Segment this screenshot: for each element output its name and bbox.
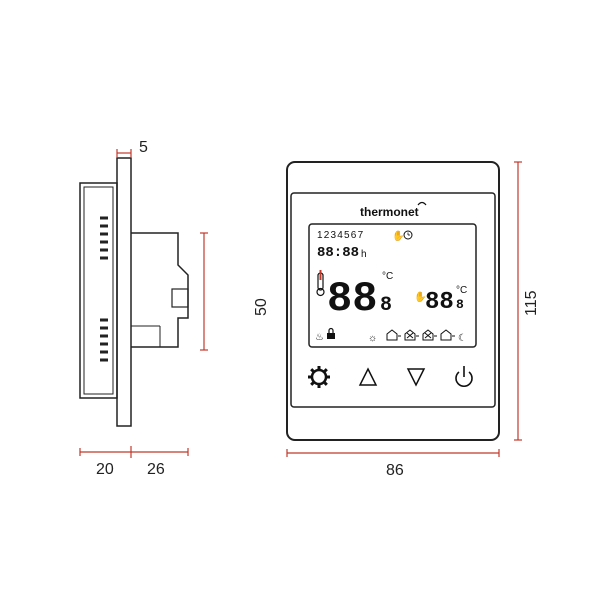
gear-icon-teeth bbox=[308, 366, 330, 388]
down-button[interactable] bbox=[406, 368, 426, 387]
side-vents-lower bbox=[100, 318, 108, 362]
lcd-clock: 88:88 bbox=[317, 245, 359, 261]
lcd-moon-icon: ☾ bbox=[458, 333, 467, 344]
side-vents-upper bbox=[100, 216, 108, 260]
lcd-home-work-icon bbox=[404, 329, 419, 341]
dim-label-front-width: 86 bbox=[386, 462, 404, 479]
triangle-down-icon bbox=[406, 368, 426, 387]
power-button[interactable] bbox=[455, 366, 473, 387]
dim-label-side-depth-front: 20 bbox=[96, 461, 114, 478]
lcd-main-temp: 88 bbox=[327, 275, 377, 323]
brand-logo-arch-icon bbox=[417, 201, 427, 206]
side-view bbox=[79, 157, 189, 427]
lcd-home-away-icon bbox=[422, 329, 437, 341]
lcd-flame-icon: ♨ bbox=[315, 332, 324, 343]
triangle-up-icon bbox=[358, 367, 378, 386]
dim-label-front-height-total: 115 bbox=[523, 290, 540, 316]
lcd-home-icon bbox=[386, 329, 401, 341]
side-dimensions bbox=[79, 149, 208, 458]
side-rear-body bbox=[79, 182, 118, 399]
lcd-clock-icon bbox=[403, 230, 413, 240]
lcd-hand-icon: ✋ bbox=[392, 229, 404, 242]
dim-label-front-thickness: 5 bbox=[139, 139, 148, 156]
brand-logo-text: thermonet bbox=[360, 205, 419, 219]
power-icon bbox=[455, 371, 473, 387]
front-glass-panel bbox=[290, 192, 496, 408]
lcd-sun-icon: ☼ bbox=[368, 333, 377, 344]
side-terminal bbox=[171, 288, 189, 308]
up-button[interactable] bbox=[358, 367, 378, 386]
lcd-thermometer-icon bbox=[316, 270, 325, 297]
gear-icon bbox=[310, 368, 328, 386]
lcd-lock-icon bbox=[327, 327, 335, 339]
dim-label-side-depth-back: 26 bbox=[147, 461, 165, 478]
lcd-clock-unit: h bbox=[361, 249, 367, 260]
lcd-display bbox=[308, 223, 477, 348]
front-dimensions bbox=[286, 161, 522, 457]
settings-button[interactable] bbox=[308, 366, 330, 388]
front-view: thermonet 1234567 ✋ 88:88 h 88 8 °C ✋ 88… bbox=[286, 161, 500, 441]
lcd-floor-temp: 88 bbox=[425, 289, 454, 316]
lcd-floor-decimal: 8 bbox=[456, 297, 464, 312]
lcd-floor-unit: °C bbox=[456, 285, 467, 296]
dim-label-front-height-inner: 50 bbox=[253, 298, 270, 316]
side-rear-body-inner bbox=[83, 186, 114, 395]
lcd-home-return-icon bbox=[440, 329, 455, 341]
lcd-floor-hand-icon: ✋ bbox=[414, 290, 426, 303]
lcd-main-decimal: 8 bbox=[380, 294, 392, 317]
side-front-plate bbox=[116, 157, 132, 427]
lcd-days: 1234567 bbox=[317, 230, 364, 241]
lcd-main-unit: °C bbox=[382, 271, 393, 282]
